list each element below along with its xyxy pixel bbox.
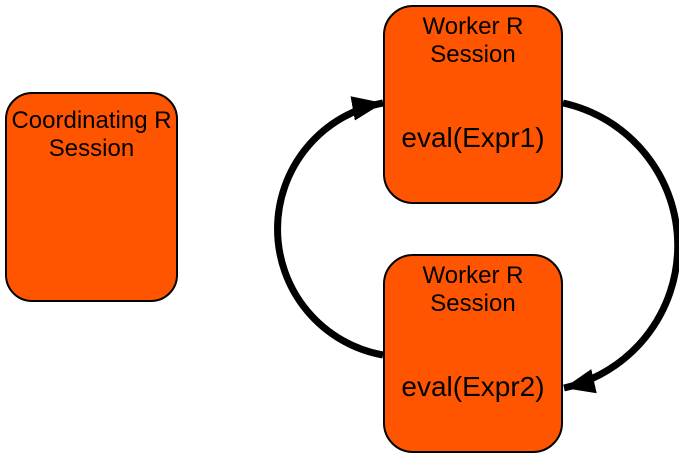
node-coordinating-r-session: Coordinating R Session (5, 92, 178, 302)
coordinating-session-label: Coordinating R Session (11, 107, 172, 162)
worker2-session-label: Worker R Session (422, 262, 524, 317)
arrow-worker1-to-worker2 (562, 99, 679, 394)
worker2-eval-expr2-text: eval(Expr2) (401, 370, 545, 402)
node-worker-r-session-1: Worker R Session eval(Expr1) (383, 5, 563, 204)
worker1-eval-expr1-text: eval(Expr1) (401, 121, 545, 153)
worker1-session-label: Worker R Session (422, 13, 524, 68)
node-worker-r-session-2: Worker R Session eval(Expr2) (383, 254, 563, 453)
arrow-worker2-to-worker1 (274, 96, 384, 359)
